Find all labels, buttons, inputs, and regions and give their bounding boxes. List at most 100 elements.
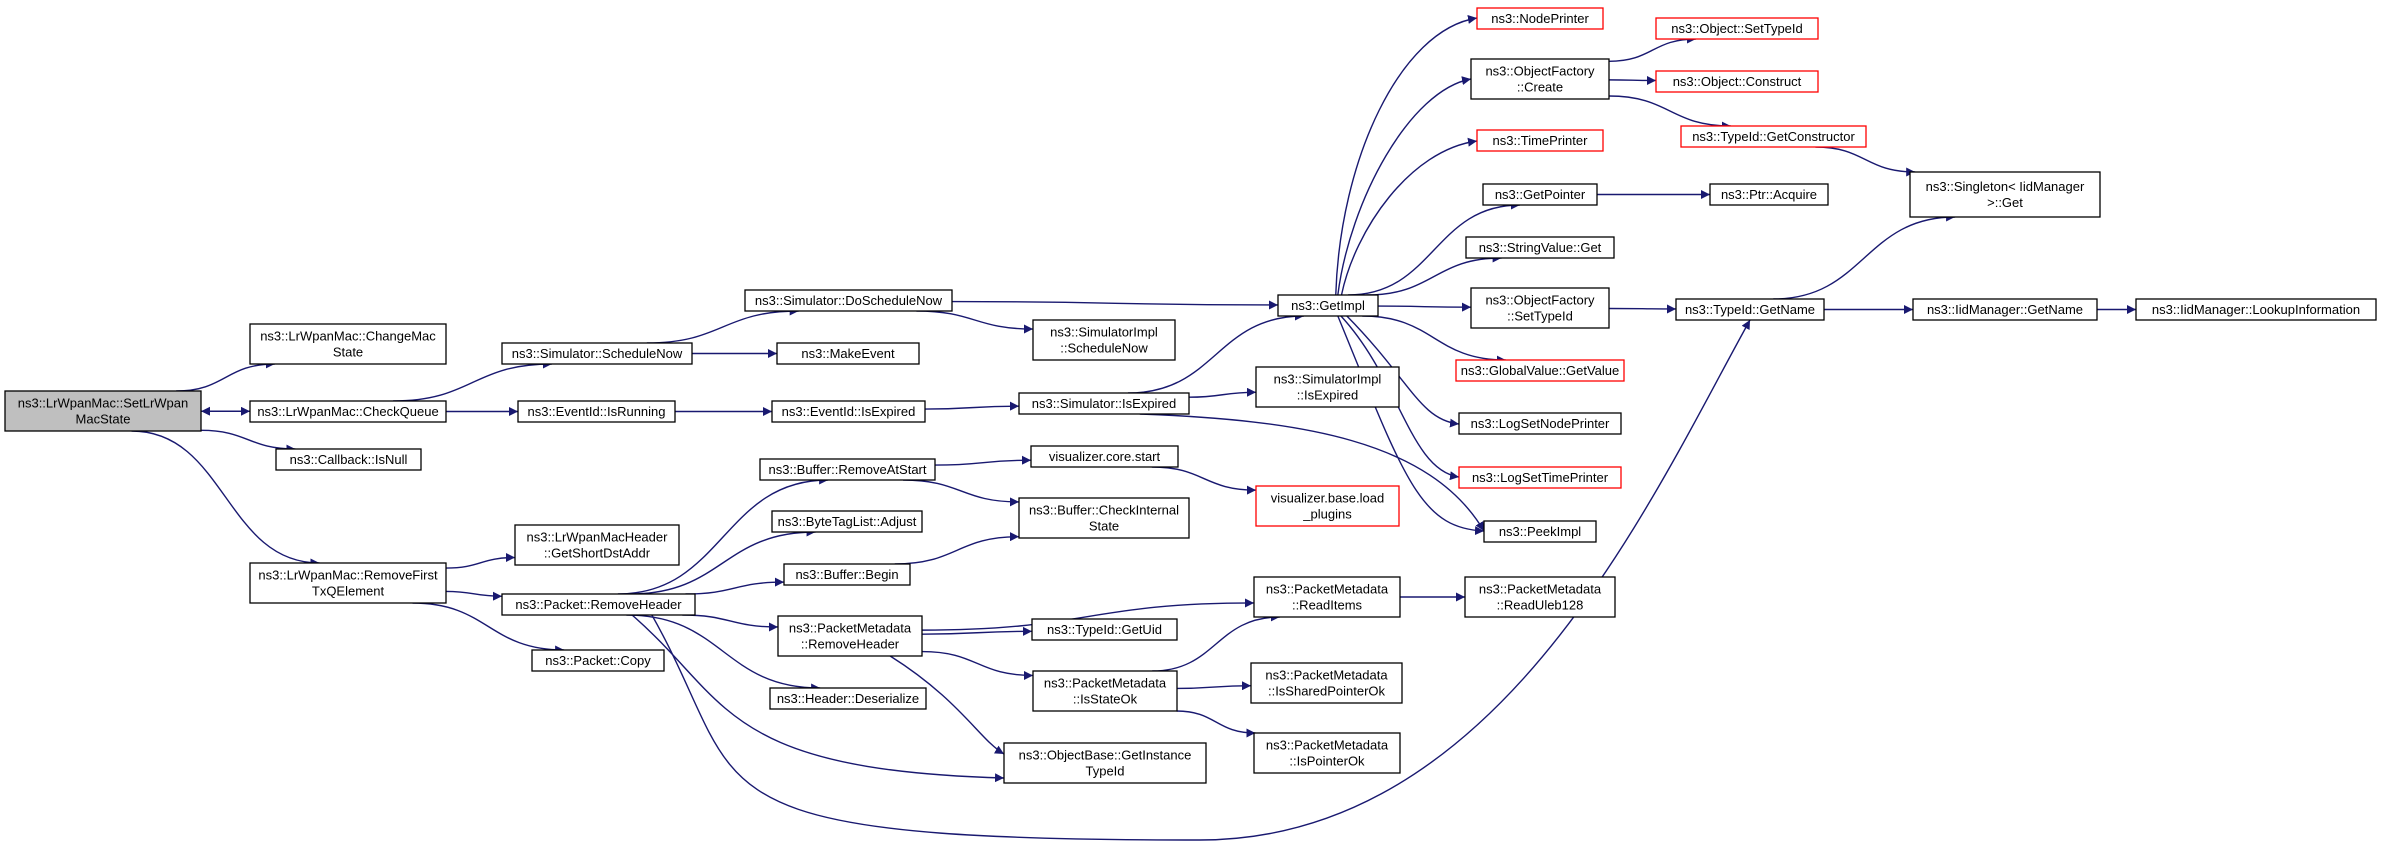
node-logsetnodeprinter[interactable]: ns3::LogSetNodePrinter bbox=[1458, 412, 1622, 435]
node-globalvalue-getvalue[interactable]: ns3::GlobalValue::GetValue bbox=[1455, 359, 1625, 382]
edge-packet-removeheader-to-packetmetadata-removeheader bbox=[682, 614, 779, 632]
node-ptr-acquire[interactable]: ns3::Ptr::Acquire bbox=[1709, 183, 1829, 206]
node-iidmanager-getname[interactable]: ns3::IidManager::GetName bbox=[1912, 298, 2098, 321]
node-box bbox=[1455, 359, 1625, 382]
node-singleton-iidmanager-get[interactable]: ns3::Singleton< IidManager>::Get bbox=[1909, 171, 2101, 218]
node-label: ns3::EventId::IsRunning bbox=[527, 404, 665, 419]
node-makeevent[interactable]: ns3::MakeEvent bbox=[776, 342, 920, 365]
node-visualizer-base-loadplugins[interactable]: visualizer.base.load_plugins bbox=[1255, 485, 1400, 527]
edge-eventid-isexpired-to-simulator-isexpired bbox=[924, 401, 1020, 411]
node-packet-removeheader[interactable]: ns3::Packet::RemoveHeader bbox=[501, 593, 696, 616]
node-simulator-schedulenow[interactable]: ns3::Simulator::ScheduleNow bbox=[501, 342, 693, 365]
node-label: ns3::NodePrinter bbox=[1491, 11, 1589, 26]
node-packetmetadata-issharedpointerok[interactable]: ns3::PacketMetadata::IsSharedPointerOk bbox=[1250, 662, 1403, 704]
edge-getimpl-to-stringvalue-get bbox=[1366, 253, 1502, 296]
node-box bbox=[1018, 392, 1190, 415]
node-visualizer-core-start[interactable]: visualizer.core.start bbox=[1030, 445, 1179, 468]
node-iidmanager-lookupinformation[interactable]: ns3::IidManager::LookupInformation bbox=[2135, 298, 2377, 321]
node-packetmetadata-removeheader[interactable]: ns3::PacketMetadata::RemoveHeader bbox=[777, 615, 923, 657]
node-objectfactory-settypeid[interactable]: ns3::ObjectFactory::SetTypeId bbox=[1470, 287, 1610, 329]
node-label: ns3::PacketMetadata bbox=[1266, 582, 1389, 597]
node-getshortdstaddr[interactable]: ns3::LrWpanMacHeader::GetShortDstAddr bbox=[514, 524, 680, 566]
node-label: ::Create bbox=[1517, 80, 1563, 95]
node-stringvalue-get[interactable]: ns3::StringValue::Get bbox=[1465, 236, 1615, 259]
edge-simulator-isexpired-to-simulatorimpl-isexpired bbox=[1188, 387, 1257, 398]
node-simulator-isexpired[interactable]: ns3::Simulator::IsExpired bbox=[1018, 392, 1190, 415]
node-getpointer[interactable]: ns3::GetPointer bbox=[1482, 183, 1598, 206]
node-label: ns3::PacketMetadata bbox=[1266, 738, 1389, 753]
node-box bbox=[1018, 497, 1190, 539]
node-simulatorimpl-schedulenow[interactable]: ns3::SimulatorImpl::ScheduleNow bbox=[1032, 319, 1176, 361]
node-label: ns3::EventId::IsExpired bbox=[782, 404, 916, 419]
node-box bbox=[1032, 670, 1178, 712]
node-box bbox=[1470, 287, 1610, 329]
node-checkqueue[interactable]: ns3::LrWpanMac::CheckQueue bbox=[249, 400, 447, 423]
node-label: ns3::ObjectFactory bbox=[1485, 293, 1595, 308]
node-typeid-getconstructor[interactable]: ns3::TypeId::GetConstructor bbox=[1680, 125, 1867, 148]
node-peekimpl[interactable]: ns3::PeekImpl bbox=[1483, 520, 1597, 543]
node-box bbox=[1458, 466, 1622, 489]
node-label: ns3::PacketMetadata bbox=[1479, 582, 1602, 597]
node-buffer-removeatstart[interactable]: ns3::Buffer::RemoveAtStart bbox=[759, 458, 936, 481]
node-box bbox=[776, 342, 920, 365]
node-label: ns3::IidManager::LookupInformation bbox=[2152, 302, 2360, 317]
node-simulatorimpl-isexpired[interactable]: ns3::SimulatorImpl::IsExpired bbox=[1255, 366, 1400, 408]
node-simulator-doschedulenow[interactable]: ns3::Simulator::DoScheduleNow bbox=[744, 289, 953, 312]
node-timeprinter[interactable]: ns3::TimePrinter bbox=[1476, 129, 1604, 152]
node-getimpl[interactable]: ns3::GetImpl bbox=[1277, 294, 1379, 317]
edge-packet-removeheader-to-buffer-removeatstart bbox=[617, 475, 829, 595]
node-callback-isnull[interactable]: ns3::Callback::IsNull bbox=[275, 448, 422, 471]
edge-setlrwpanmacstate-to-changemacstate bbox=[176, 359, 275, 392]
edges-layer bbox=[131, 14, 2136, 841]
node-object-construct[interactable]: ns3::Object::Construct bbox=[1655, 70, 1819, 93]
node-header-deserialize[interactable]: ns3::Header::Deserialize bbox=[769, 687, 927, 710]
edge-objectfactory-create-to-object-construct bbox=[1608, 75, 1657, 85]
node-box bbox=[1709, 183, 1829, 206]
node-buffer-begin[interactable]: ns3::Buffer::Begin bbox=[783, 563, 911, 586]
node-object-settypeid[interactable]: ns3::Object::SetTypeId bbox=[1655, 17, 1819, 40]
edge-simulator-isexpired-to-getimpl bbox=[1127, 311, 1305, 394]
node-label: State bbox=[1089, 519, 1119, 534]
edge-packet-removeheader-to-objectbase-getinstancetypeid bbox=[631, 614, 1005, 783]
node-label: ns3::GetImpl bbox=[1291, 298, 1365, 313]
node-label: ns3::Simulator::ScheduleNow bbox=[512, 346, 683, 361]
node-packetmetadata-isstateok[interactable]: ns3::PacketMetadata::IsStateOk bbox=[1032, 670, 1178, 712]
node-label: ns3::ObjectBase::GetInstance bbox=[1019, 748, 1192, 763]
node-packet-copy[interactable]: ns3::Packet::Copy bbox=[531, 649, 665, 672]
node-label: ns3::Callback::IsNull bbox=[290, 452, 408, 467]
node-label: ::IsExpired bbox=[1297, 388, 1358, 403]
node-eventid-isrunning[interactable]: ns3::EventId::IsRunning bbox=[517, 400, 676, 423]
node-box bbox=[1675, 298, 1825, 321]
node-packetmetadata-ispointerok[interactable]: ns3::PacketMetadata::IsPointerOk bbox=[1253, 732, 1401, 774]
node-label: ::ReadUleb128 bbox=[1497, 598, 1584, 613]
node-label: ns3::Buffer::RemoveAtStart bbox=[769, 462, 927, 477]
node-bytetaglist-adjust[interactable]: ns3::ByteTagList::Adjust bbox=[771, 510, 923, 533]
node-logsettimeprinter[interactable]: ns3::LogSetTimePrinter bbox=[1458, 466, 1622, 489]
node-label: TxQElement bbox=[312, 584, 385, 599]
node-typeid-getuid[interactable]: ns3::TypeId::GetUid bbox=[1031, 618, 1178, 641]
node-eventid-isexpired[interactable]: ns3::EventId::IsExpired bbox=[771, 400, 926, 423]
node-label: _plugins bbox=[1302, 507, 1352, 522]
edge-simulator-doschedulenow-to-simulatorimpl-schedulenow bbox=[916, 310, 1034, 334]
edge-getimpl-to-logsettimeprinter bbox=[1340, 315, 1460, 481]
node-label: ns3::PacketMetadata bbox=[1044, 676, 1167, 691]
node-box bbox=[1253, 576, 1401, 618]
edge-getimpl-to-timeprinter bbox=[1340, 137, 1478, 296]
node-label: ns3::Buffer::Begin bbox=[795, 567, 898, 582]
node-nodeprinter[interactable]: ns3::NodePrinter bbox=[1476, 7, 1604, 30]
edge-packet-removeheader-to-typeid-getname bbox=[638, 319, 1751, 841]
node-objectfactory-create[interactable]: ns3::ObjectFactory::Create bbox=[1470, 58, 1610, 100]
node-typeid-getname[interactable]: ns3::TypeId::GetName bbox=[1675, 298, 1825, 321]
node-packetmetadata-readitems[interactable]: ns3::PacketMetadata::ReadItems bbox=[1253, 576, 1401, 618]
edge-typeid-getname-to-singleton-iidmanager-get bbox=[1773, 212, 1956, 300]
node-label: ns3::Simulator::DoScheduleNow bbox=[755, 293, 943, 308]
node-box bbox=[1032, 319, 1176, 361]
node-packetmetadata-readuleb128[interactable]: ns3::PacketMetadata::ReadUleb128 bbox=[1464, 576, 1616, 618]
